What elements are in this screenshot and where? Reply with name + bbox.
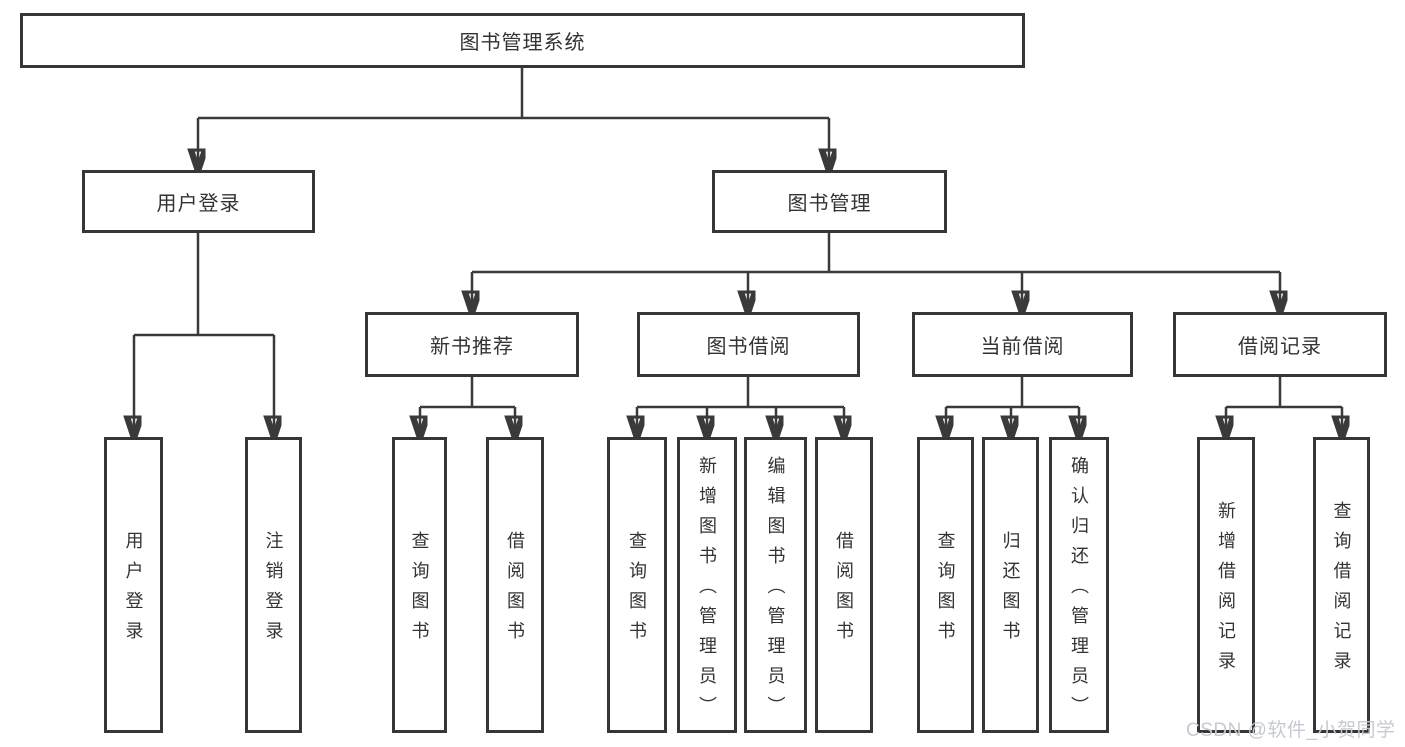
node-library-management-system-label: 图书管理系统: [459, 32, 586, 54]
leaf-add-books-admin: 新增图书（管理员）: [677, 437, 737, 733]
node-book-borrow: 图书借阅: [637, 312, 860, 377]
leaf-return-books: 归还图书: [982, 437, 1039, 733]
leaf-query-books-borrow-label: 查询图书: [627, 531, 647, 651]
node-book-borrow-label: 图书借阅: [706, 336, 791, 358]
leaf-add-books-admin-label: 新增图书（管理员）: [697, 456, 717, 726]
leaf-edit-books-admin-label: 编辑图书（管理员）: [765, 456, 786, 726]
leaf-query-books-borrow: 查询图书: [607, 437, 667, 733]
connector-book-management-children: [472, 233, 1280, 312]
leaf-confirm-return-admin: 确认归还（管理员）: [1049, 437, 1109, 733]
node-book-management-label: 图书管理: [787, 193, 872, 215]
node-book-management: 图书管理: [712, 170, 947, 233]
leaf-add-borrow-record-label: 新增借阅记录: [1216, 501, 1236, 681]
leaf-user-login-label: 用户登录: [123, 531, 144, 651]
node-user-login: 用户登录: [82, 170, 315, 233]
leaf-query-books-recommend-label: 查询图书: [409, 531, 430, 651]
node-current-borrow: 当前借阅: [912, 312, 1133, 377]
node-new-book-recommend-label: 新书推荐: [430, 336, 514, 358]
connector-current-borrow-children: [946, 377, 1079, 437]
leaf-query-books-current-label: 查询图书: [935, 531, 956, 651]
leaf-user-login: 用户登录: [104, 437, 163, 733]
leaf-confirm-return-admin-label: 确认归还（管理员）: [1069, 456, 1089, 726]
node-borrow-records-label: 借阅记录: [1238, 336, 1322, 358]
leaf-query-books-recommend: 查询图书: [392, 437, 447, 733]
leaf-borrow-books-recommend-label: 借阅图书: [505, 531, 525, 651]
watermark: CSDN @软件_小贺同学: [1186, 720, 1396, 741]
leaf-logout: 注销登录: [245, 437, 302, 733]
leaf-query-books-current: 查询图书: [917, 437, 974, 733]
node-new-book-recommend: 新书推荐: [365, 312, 579, 377]
connector-new-book-recommend-children: [420, 377, 515, 437]
connector-borrow-records-children: [1226, 377, 1342, 437]
connector-user-login-children: [134, 233, 274, 437]
leaf-add-borrow-record: 新增借阅记录: [1197, 437, 1255, 733]
connector-root-to-level1: [198, 68, 829, 170]
node-current-borrow-label: 当前借阅: [980, 336, 1065, 358]
connector-book-borrow-children: [637, 377, 844, 437]
node-library-management-system: 图书管理系统: [20, 13, 1025, 68]
node-borrow-records: 借阅记录: [1173, 312, 1387, 377]
leaf-borrow-books: 借阅图书: [815, 437, 873, 733]
leaf-borrow-books-label: 借阅图书: [834, 531, 854, 651]
leaf-query-borrow-record: 查询借阅记录: [1313, 437, 1370, 733]
leaf-logout-label: 注销登录: [263, 531, 284, 651]
leaf-return-books-label: 归还图书: [1000, 531, 1021, 651]
leaf-borrow-books-recommend: 借阅图书: [486, 437, 544, 733]
leaf-query-borrow-record-label: 查询借阅记录: [1331, 501, 1352, 681]
leaf-edit-books-admin: 编辑图书（管理员）: [744, 437, 807, 733]
node-user-login-label: 用户登录: [156, 193, 241, 215]
